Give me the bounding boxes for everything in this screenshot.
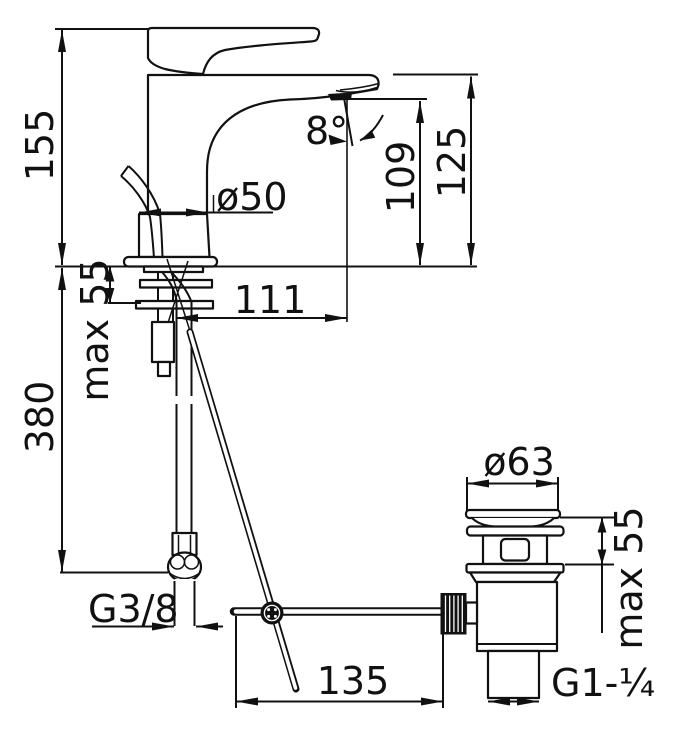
faucet-flange — [122, 255, 219, 268]
waste-body — [475, 580, 559, 653]
popup-waste — [464, 508, 565, 700]
aerator-outlet — [328, 92, 352, 101]
knob-stem — [464, 601, 479, 625]
dim-waste-thread: G1-¹⁄₄ — [488, 661, 655, 706]
waste-bevel — [468, 571, 562, 584]
waste-flange-diameter-label: ø63 — [483, 440, 555, 484]
dim-total-height: 155 — [18, 28, 148, 265]
spout-tip-height-label: 125 — [430, 126, 474, 199]
waste-window — [499, 537, 531, 562]
dim-outlet-height: 109 — [348, 98, 427, 265]
ball-joint-screws — [267, 608, 277, 618]
ball-joint-ring — [263, 604, 281, 622]
mounting-nut-tail — [156, 360, 172, 378]
waste-lower-flange — [465, 562, 565, 574]
pull-rod-inner — [188, 330, 298, 690]
aerator-detail — [335, 86, 378, 93]
faucet-body — [146, 73, 380, 216]
crimp-ridges — [177, 535, 192, 553]
deck-thickness-label: max 55 — [73, 258, 117, 401]
popup-linkage — [186, 328, 479, 693]
supply-thread-label: G3/8 — [88, 587, 179, 631]
faucet-lever — [146, 26, 321, 76]
hose-nut-facet-right — [183, 554, 200, 570]
dim-spout-reach: 111 — [176, 278, 347, 322]
hose-thread-fill — [174, 579, 195, 626]
faucet-outline — [122, 26, 380, 268]
rod-offset-label: 135 — [317, 659, 390, 703]
dim-base-diameter: ø50 — [139, 175, 288, 219]
base-diameter-label: ø50 — [216, 175, 288, 219]
dim-deck-thickness: max 55 — [73, 258, 141, 402]
spout-tip-edge — [339, 82, 380, 91]
dim-waste-deck-thickness: max 55 — [560, 506, 651, 650]
hose-thread-end — [173, 581, 196, 626]
base-gasket — [142, 265, 205, 274]
spout-reach-label: 111 — [234, 278, 307, 322]
hose-outer-edge — [120, 175, 178, 533]
dim-supply-height: 380 — [18, 268, 168, 574]
supply-hose — [120, 165, 203, 626]
waste-deck-thickness-label: max 55 — [607, 506, 651, 649]
spout-angle-label: 8° — [305, 109, 348, 153]
dim-rod-offset: 135 — [235, 616, 444, 708]
supply-height-label: 380 — [18, 381, 62, 454]
dim-supply-thread: G3/8 — [88, 587, 223, 631]
mounting-hardware — [134, 258, 215, 378]
mounting-nut — [150, 320, 176, 364]
dim-spout-tip-height: 125 — [393, 73, 478, 265]
waste-slip-flange — [465, 525, 565, 537]
waste-top-flange — [464, 508, 562, 520]
hose-end-cap — [120, 165, 130, 177]
outlet-height-label: 109 — [379, 141, 423, 214]
dim-spout-angle: 8° — [305, 94, 384, 322]
knob-knurling — [444, 595, 463, 632]
waste-outlet-pipe — [486, 649, 541, 700]
total-height-label: 155 — [18, 109, 62, 182]
waste-thread-label: G1-¹⁄₄ — [551, 661, 655, 705]
hose-nut-facet-bottom — [169, 572, 200, 580]
dim-waste-flange-diameter: ø63 — [466, 440, 559, 511]
